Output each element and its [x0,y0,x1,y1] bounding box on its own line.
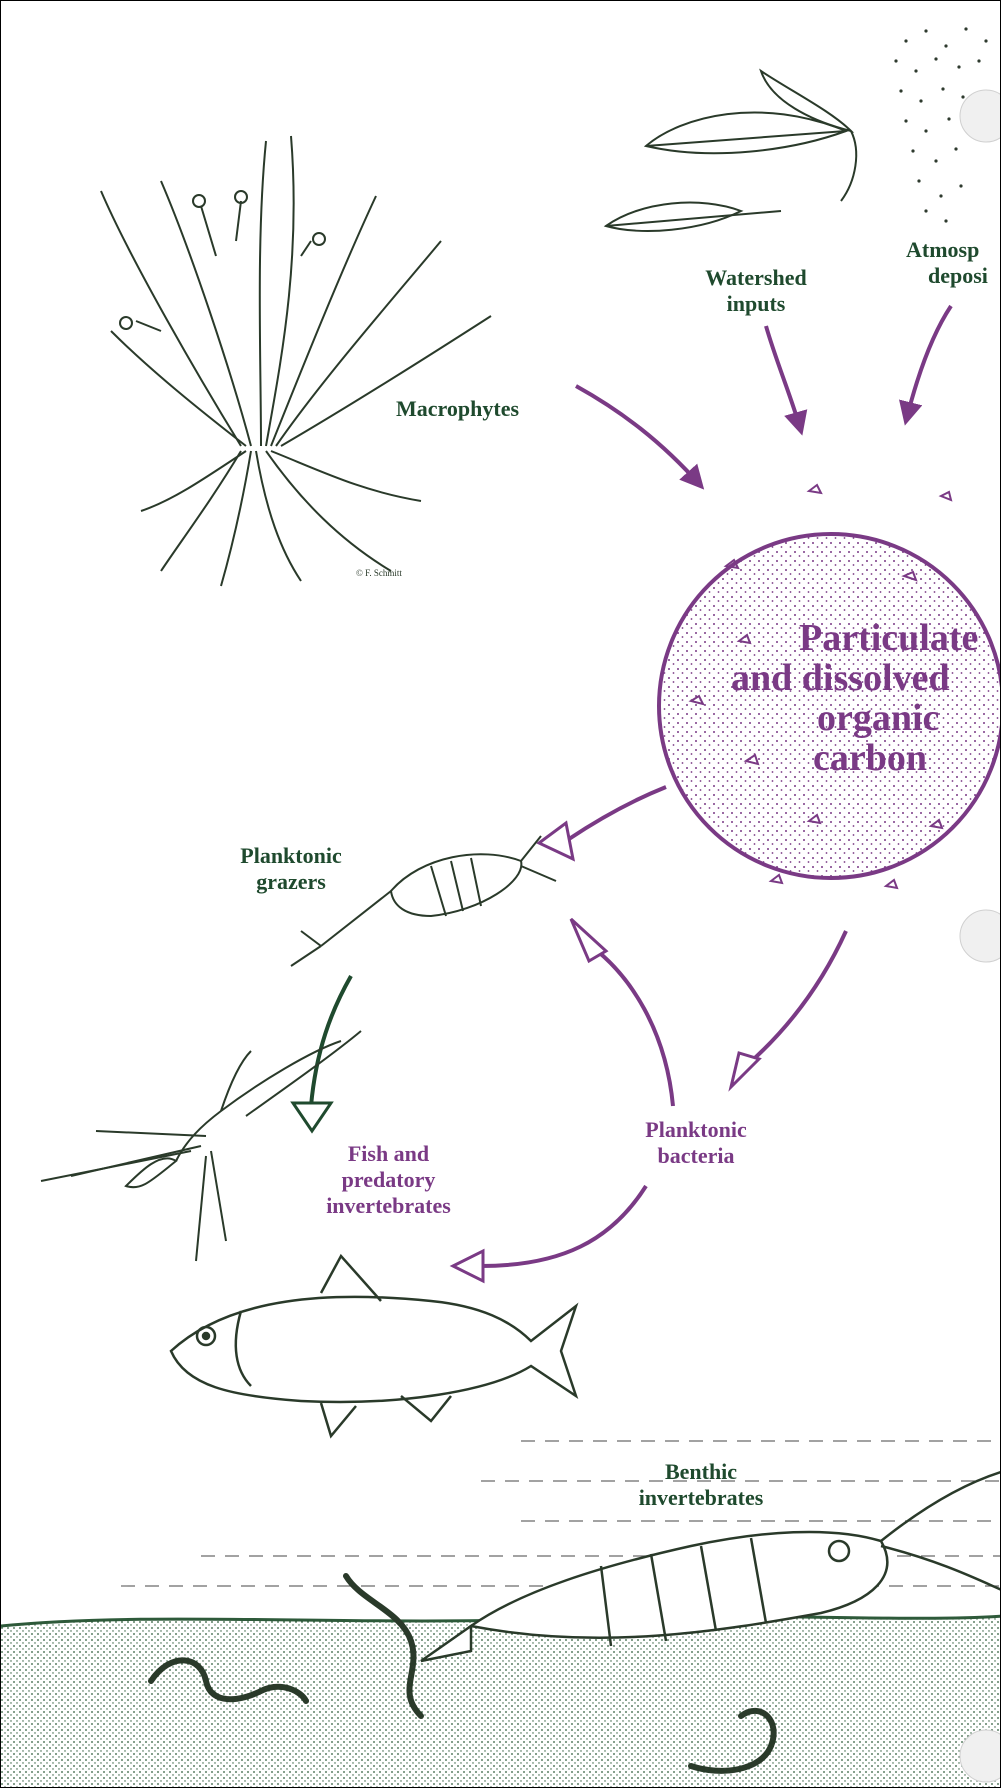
planktonic-grazers-label: Planktonic grazers [226,843,356,895]
sediment-layer [1,1616,1001,1788]
carbon-pool-line-1: Particulate [731,619,1001,659]
binder-hole-icon [960,90,1001,142]
watershed-inputs-label: Watershed inputs [691,265,821,317]
input-arrows [576,306,951,486]
planktonic-bacteria-line-2: bacteria [621,1143,771,1169]
planktonic-grazers-line-2: grazers [226,869,356,895]
watershed-inputs-line-1: Watershed [691,265,821,291]
fish-illustration [171,1256,576,1436]
carbon-pool-line-2: and dissolved [731,659,1001,699]
fish-predatory-line-1: Fish and [301,1141,476,1167]
carbon-pool-line-4: carbon [731,739,1001,779]
fish-predatory-label: Fish and predatory invertebrates [301,1141,476,1219]
atmospheric-deposition-label: Atmosp deposi [906,237,988,289]
grazers-to-fish-arrow [311,976,351,1106]
macrophytes-label: Macrophytes [396,396,519,422]
artist-signature: © F. Schmitt [356,568,402,578]
macrophyte-arrow [576,386,701,486]
carbon-pool-line-3: organic [731,699,1001,739]
benthic-invertebrates-label: Benthic invertebrates [616,1459,786,1511]
planktonic-grazers-line-1: Planktonic [226,843,356,869]
benthic-invertebrates-line-2: invertebrates [616,1485,786,1511]
carbon-pool-label: Particulate and dissolved organic carbon [731,619,1001,779]
atmospheric-deposition-line-1: Atmosp [906,237,988,263]
macrophyte-illustration [101,136,491,586]
atmospheric-arrow [906,306,951,421]
watershed-arrow [766,326,801,431]
watershed-inputs-line-2: inputs [691,291,821,317]
grazers-to-fish-arrowhead [293,1103,331,1131]
planktonic-bacteria-line-1: Planktonic [621,1117,771,1143]
binder-hole-icon [960,910,1001,962]
planktonic-bacteria-label: Planktonic bacteria [621,1117,771,1169]
bacteria-to-grazers-arrow [591,946,673,1106]
fish-predatory-line-3: invertebrates [301,1193,476,1219]
leaves-illustration [606,71,856,231]
fish-predatory-line-2: predatory [301,1167,476,1193]
benthic-invertebrates-line-1: Benthic [616,1459,786,1485]
carbon-to-grazers-arrow [569,787,666,839]
bacteria-to-fish-arrow [481,1186,646,1266]
carbon-to-bacteria-arrow [746,931,846,1066]
atmospheric-deposition-line-2: deposi [906,263,988,289]
